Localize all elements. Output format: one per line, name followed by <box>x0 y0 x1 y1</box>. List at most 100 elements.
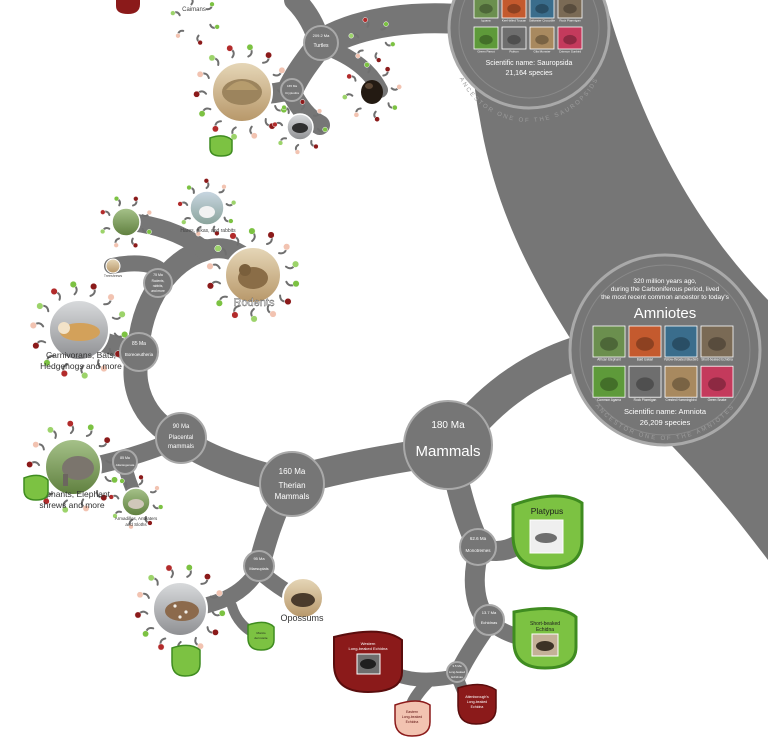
twig <box>382 66 391 77</box>
leaf-green-opossum-side[interactable] <box>171 644 201 677</box>
sauropsida-photo[interactable]: Crimson Sunbird <box>557 26 583 54</box>
twig <box>96 489 108 502</box>
twig-leaf <box>108 494 114 500</box>
group-marsupial-quoll[interactable] <box>152 581 208 637</box>
leaf-red-top-left[interactable] <box>116 0 140 14</box>
elephants-label-1: Elephants, Elephant <box>34 489 111 499</box>
leaf-green-turtle-side[interactable] <box>209 135 233 157</box>
twig <box>206 262 221 270</box>
twig-leaf <box>146 209 153 216</box>
amniotes-photo-caption: Crested Hummingbird <box>665 398 696 402</box>
amniotes-photo[interactable]: African Elephant <box>592 325 626 362</box>
group-hares[interactable]: Hares, pikas, and rabbits <box>180 190 236 234</box>
twig-leaf <box>195 231 201 237</box>
western-label-2: Long-beaked Echidna <box>349 646 389 651</box>
twig <box>165 564 174 579</box>
sauropsida-scientific: Scientific name: Sauropsida <box>486 60 573 67</box>
amniotes-photo-subject <box>708 377 726 391</box>
node-marsupials[interactable]: 95 Ma Marsupials <box>243 550 275 582</box>
twig <box>111 310 126 320</box>
turtles-sub-age: 165 Ma <box>287 84 297 88</box>
node-long-beaked[interactable]: 3.5 Ma Long-beaked Echidnas <box>446 661 468 683</box>
turtles-name: Turtles <box>313 43 329 49</box>
sauropsida-photo[interactable]: Gila Monster <box>529 26 555 54</box>
amniotes-circle[interactable]: 320 million years ago, during the Carbon… <box>568 253 762 447</box>
group-turtle-small[interactable] <box>286 113 314 141</box>
western-label-1: Western <box>361 641 376 646</box>
sauropsida-photo[interactable]: Python <box>501 26 527 54</box>
group-opossums[interactable]: Opossums <box>280 577 324 623</box>
sauropsida-photo[interactable]: Keel-billed Toucan <box>501 0 527 23</box>
group-treeshrews[interactable]: Treeshrews <box>104 207 141 278</box>
twig <box>231 304 240 319</box>
sauropsida-photo-subject <box>563 34 577 45</box>
node-therian[interactable]: 160 Ma Therian Mammals <box>259 451 325 517</box>
leaf-attenborough-long-beaked[interactable]: Attenborough's Long-beaked Echidna <box>457 683 497 725</box>
sauropsida-photo[interactable]: Iguana <box>473 0 499 23</box>
twig <box>177 201 189 207</box>
twig <box>112 510 122 519</box>
leaf-platypus[interactable]: Platypus <box>511 494 584 570</box>
leaf-green-elephants-side[interactable] <box>23 474 49 501</box>
leaf-western-long-beaked[interactable]: Western Long-beaked Echidna <box>333 630 403 694</box>
twig <box>80 364 89 380</box>
opossums-label: Opossums <box>280 613 324 623</box>
leaf-short-beaked-echidna[interactable]: Short-beaked Echidna <box>512 607 578 670</box>
platypus-label: Platypus <box>531 506 564 516</box>
group-turtles-photo[interactable] <box>211 61 273 123</box>
twig <box>32 340 47 350</box>
node-turtles[interactable]: 209.2 Ma Turtles <box>303 25 339 61</box>
twig-leaf <box>154 485 160 491</box>
therian-name-1: Therian <box>278 481 305 490</box>
amniotes-photo[interactable]: Green Snake <box>700 365 734 402</box>
twig-leaf <box>36 302 44 310</box>
node-placental[interactable]: 90 Ma Placental mammals <box>155 412 207 464</box>
amniotes-photo[interactable]: Yellow-throated Bluebird <box>664 325 699 362</box>
node-echidnas[interactable]: 13.7 Ma Echidnas <box>473 604 505 636</box>
longbeaked-name-1: Long-beaked <box>449 670 466 674</box>
twig <box>390 84 402 91</box>
leaf-eastern-long-beaked[interactable]: Eastern Long-beaked Echidna <box>394 700 431 737</box>
twig-leaf <box>346 73 352 80</box>
caimans-label-group[interactable]: Caimans <box>182 7 206 13</box>
group-carnivorans[interactable]: Carnivorans, Bats, Hedgehogs and more <box>40 299 122 371</box>
twig <box>284 260 300 270</box>
amniotes-photo-subject <box>672 337 690 351</box>
amniotes-photo[interactable]: Crested Hummingbird <box>664 365 698 402</box>
node-glires[interactable]: 75 Ma Rodents, rabbits, and more <box>143 268 173 298</box>
node-atlantogenata[interactable]: 85 Ma Atlantogenata <box>112 449 138 475</box>
sauropsida-photo-thumb <box>501 26 527 50</box>
twig-leaf <box>390 41 396 47</box>
group-turtle-black[interactable] <box>361 80 383 104</box>
twig <box>249 125 258 140</box>
sauropsida-photo[interactable]: Rock Ptarmigan <box>557 0 583 23</box>
sauropsida-photo-thumb <box>473 0 499 19</box>
node-turtles-sub[interactable]: 165 Ma Cryptodira <box>280 78 304 102</box>
twig <box>262 51 272 64</box>
sauropsida-photo-caption: Rock Ptarmigan <box>559 19 581 23</box>
sauropsida-photo[interactable]: Saltwater Crocodile <box>529 0 555 23</box>
sauropsida-photo[interactable]: Green Parrot <box>473 26 499 54</box>
twig <box>61 499 69 514</box>
group-elephants[interactable]: Elephants, Elephant shrews and more <box>34 438 111 510</box>
node-mammals[interactable]: 180 Ma Mammals <box>403 400 493 490</box>
amniotes-photo[interactable]: Rock Ptarmigan <box>628 365 662 402</box>
amniotes-photo[interactable]: Bald Uakari <box>628 325 662 362</box>
twig <box>66 420 75 435</box>
twig-leaf <box>248 227 256 235</box>
group-rodents[interactable]: Rodents <box>224 246 282 309</box>
group-armadillos[interactable]: Armadillos, Anteaters and Sloths <box>115 487 158 527</box>
twig <box>266 231 275 246</box>
node-boreoeutheria[interactable]: 85 Ma Boreoeutheria <box>119 332 159 372</box>
twig-leaf <box>197 39 203 46</box>
twig-leaf <box>212 125 219 133</box>
leaf-monito-del-monte[interactable]: Monito del monte <box>247 621 275 651</box>
amniotes-photo[interactable]: Short-beaked Echidna <box>700 325 734 362</box>
twig <box>206 626 219 636</box>
node-monotremes[interactable]: 62.6 Ma Monotremes <box>459 528 497 566</box>
amniotes-photo[interactable]: Common Agama <box>592 365 626 402</box>
